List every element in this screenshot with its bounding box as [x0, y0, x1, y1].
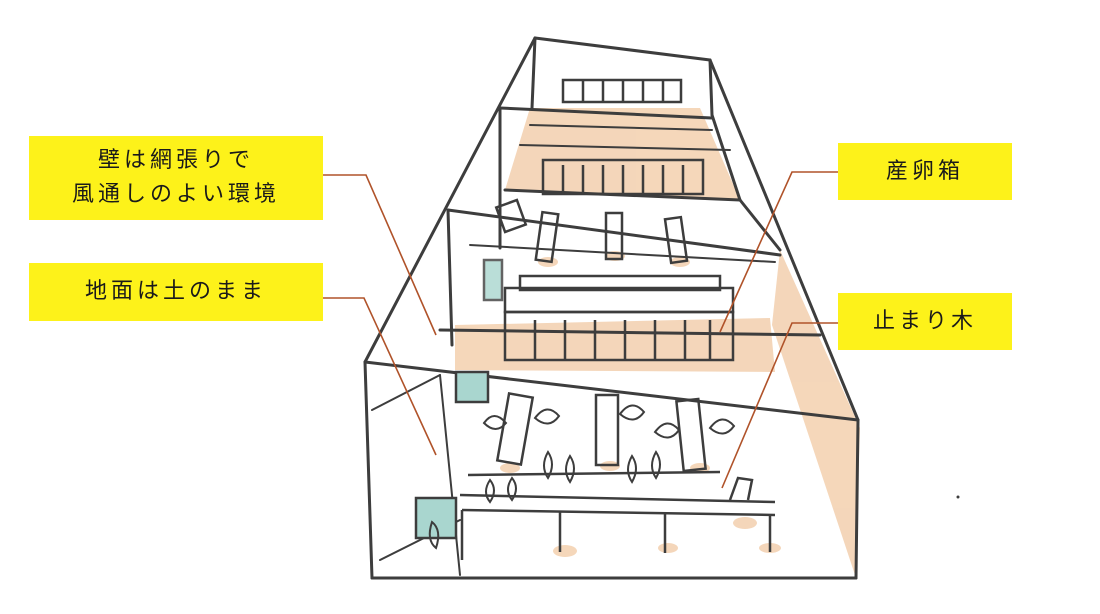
leader-perch — [721, 322, 838, 489]
label-nest-box-text: 産卵箱 — [885, 158, 964, 184]
nest-box-back — [561, 78, 683, 104]
coop-frame — [363, 36, 860, 580]
nest-box-front — [503, 274, 735, 362]
label-nest-box: 産卵箱 — [838, 143, 1012, 200]
label-ground-text: 地面は土のまま — [84, 279, 267, 304]
leader-walls — [323, 174, 437, 336]
label-walls-line2: 風通しのよい環境 — [71, 182, 280, 207]
sketch-dot — [956, 495, 960, 499]
leader-ground — [323, 297, 437, 456]
nest-box-middle — [541, 158, 705, 196]
water-basins — [414, 198, 528, 540]
label-perch-text: 止まり木 — [872, 308, 977, 334]
leader-lines — [323, 171, 838, 489]
label-walls: 壁は網張りで 風通しのよい環境 — [29, 136, 323, 220]
perch-structure — [459, 470, 776, 560]
label-ground: 地面は土のまま — [29, 263, 323, 321]
ground-tint — [455, 108, 860, 575]
label-perch: 止まり木 — [838, 293, 1012, 350]
leader-nest — [719, 171, 838, 333]
label-walls-line1: 壁は網張りで — [97, 148, 254, 173]
chickens — [428, 404, 736, 550]
